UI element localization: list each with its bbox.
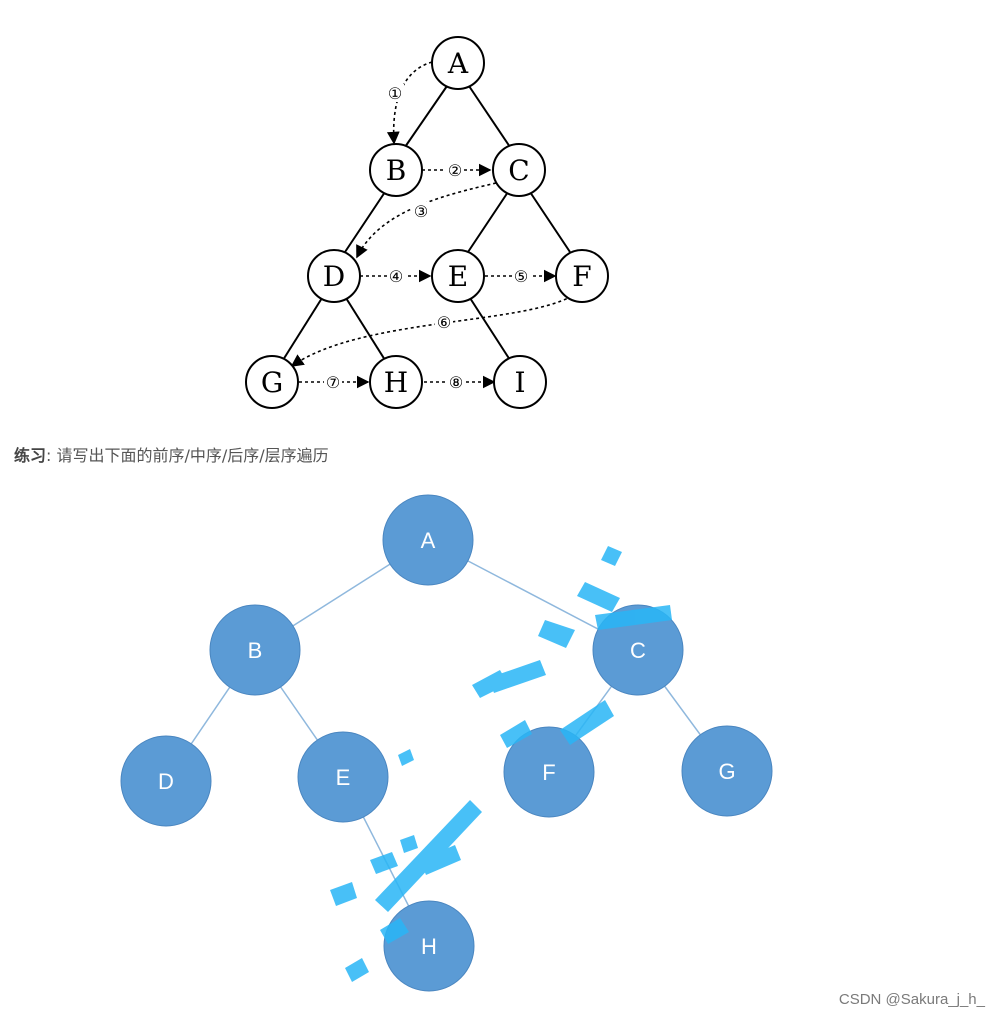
top-nodes bbox=[245, 36, 609, 409]
step-labels: ① ② ③ ④ ⑤ ⑥ ⑦ ⑧ bbox=[324, 84, 530, 392]
node-label: F bbox=[542, 760, 555, 785]
node-a bbox=[382, 494, 474, 586]
node-b bbox=[209, 604, 301, 696]
node-h bbox=[369, 355, 423, 409]
edge-b-d bbox=[344, 191, 386, 253]
step-label: ① bbox=[388, 84, 402, 103]
practice-colon: : bbox=[46, 446, 52, 465]
practice-instruction: 练习: 请写出下面的前序/中序/后序/层序遍历 bbox=[14, 442, 329, 466]
edge-a-c bbox=[468, 85, 511, 148]
step-label: ③ bbox=[414, 202, 428, 221]
level-order-traversal-diagram: ① ② ③ ④ ⑤ ⑥ ⑦ ⑧ A B C D E F G H I bbox=[245, 36, 609, 409]
node-b bbox=[369, 143, 423, 197]
node-label: B bbox=[248, 638, 263, 663]
arrow-step-3 bbox=[356, 182, 497, 259]
node-label: H bbox=[421, 934, 437, 959]
node-a bbox=[431, 36, 485, 90]
node-label: E bbox=[448, 260, 468, 293]
practice-tree-diagram: A B C D E F G H bbox=[120, 494, 773, 992]
edge-d-g bbox=[282, 297, 323, 361]
practice-label: 练习 bbox=[14, 446, 47, 465]
edge-c-f bbox=[529, 191, 571, 253]
node-label: G bbox=[718, 759, 735, 784]
step-label: ⑧ bbox=[449, 373, 463, 392]
step-label: ⑥ bbox=[437, 313, 451, 332]
node-g bbox=[245, 355, 299, 409]
arrow-step-6 bbox=[290, 295, 573, 367]
tree-edges bbox=[282, 85, 571, 361]
node-i bbox=[493, 355, 547, 409]
node-label: D bbox=[158, 769, 174, 794]
node-label: G bbox=[261, 366, 283, 399]
node-label: B bbox=[386, 154, 407, 187]
node-h bbox=[383, 900, 475, 992]
node-label: D bbox=[323, 260, 345, 293]
node-c bbox=[492, 143, 546, 197]
node-label: F bbox=[572, 260, 591, 293]
node-d bbox=[120, 735, 212, 827]
node-label: E bbox=[336, 765, 351, 790]
node-label: H bbox=[384, 366, 408, 399]
edge-a-b bbox=[404, 85, 448, 148]
node-label: C bbox=[508, 154, 529, 187]
node-label: A bbox=[421, 528, 436, 553]
practice-text: 请写出下面的前序/中序/后序/层序遍历 bbox=[56, 446, 329, 465]
node-f bbox=[555, 249, 609, 303]
node-e bbox=[297, 731, 389, 823]
step-label: ⑦ bbox=[326, 373, 340, 392]
csdn-watermark: CSDN @Sakura_j_h_ bbox=[838, 991, 985, 1008]
node-label: I bbox=[514, 366, 525, 399]
top-node-labels: A B C D E F G H I bbox=[261, 47, 592, 399]
practice-tree-edges bbox=[165, 539, 728, 947]
node-label: C bbox=[630, 638, 646, 663]
traversal-arrows bbox=[290, 61, 573, 389]
node-g bbox=[681, 725, 773, 817]
practice-node-labels: A B C D E F G H bbox=[158, 528, 736, 959]
watermark-overlay bbox=[330, 546, 672, 982]
node-label: A bbox=[447, 47, 469, 80]
edge-c-e bbox=[467, 191, 509, 253]
node-d bbox=[307, 249, 361, 303]
step-label: ② bbox=[448, 161, 462, 180]
practice-nodes bbox=[120, 494, 773, 992]
edge-d-h bbox=[345, 297, 386, 361]
node-e bbox=[431, 249, 485, 303]
edge-e-i bbox=[469, 297, 511, 361]
arrow-step-1 bbox=[386, 61, 433, 145]
node-f bbox=[503, 726, 595, 818]
step-label: ⑤ bbox=[514, 267, 528, 286]
step-label: ④ bbox=[389, 267, 403, 286]
